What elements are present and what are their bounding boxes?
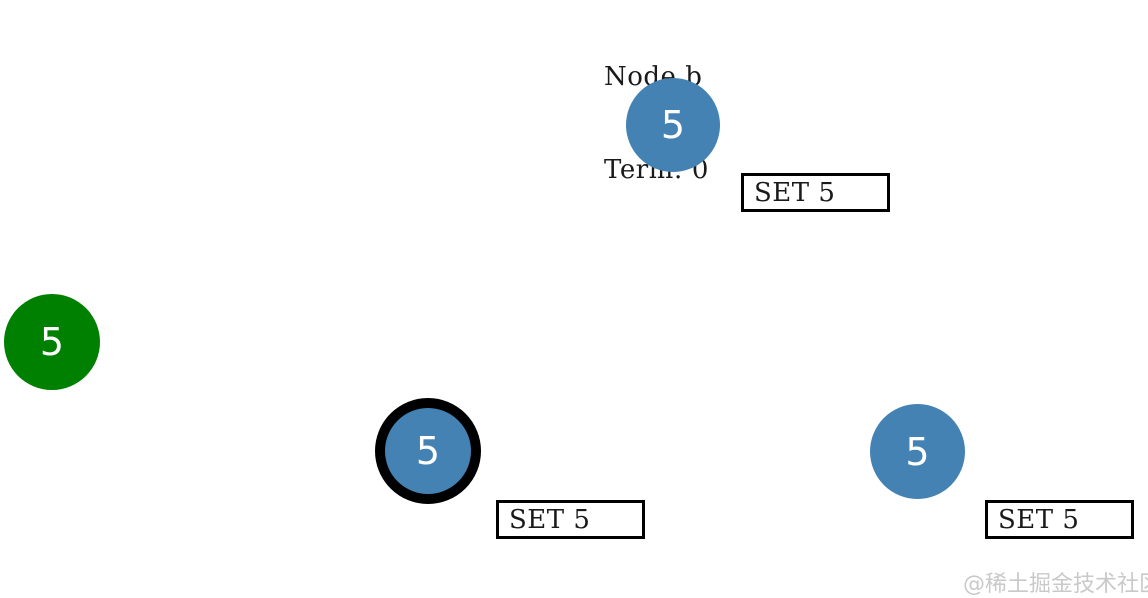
node-b-command-box: SET 5 bbox=[741, 173, 890, 212]
node-a-command-text: SET 5 bbox=[509, 504, 591, 535]
node-a-value: 5 bbox=[415, 429, 441, 473]
node-b-value: 5 bbox=[660, 103, 686, 147]
node-a-label: Node a Term: 0 bbox=[365, 541, 470, 598]
node-c-command-text: SET 5 bbox=[998, 504, 1080, 535]
client-node-value: 5 bbox=[39, 320, 65, 364]
node-c-circle[interactable]: 5 bbox=[870, 404, 965, 499]
node-c-value: 5 bbox=[905, 429, 930, 474]
node-b-command-text: SET 5 bbox=[754, 177, 836, 208]
node-a-circle[interactable]: 5 bbox=[375, 398, 481, 504]
node-c-label: Node c Term: 0 bbox=[858, 541, 963, 598]
node-a-command-box: SET 5 bbox=[496, 500, 645, 539]
node-c-command-box: SET 5 bbox=[985, 500, 1134, 539]
client-node-circle[interactable]: 5 bbox=[4, 294, 100, 390]
node-b-circle[interactable]: 5 bbox=[626, 78, 720, 172]
watermark-text: @稀土掘金技术社区 bbox=[963, 572, 1148, 597]
